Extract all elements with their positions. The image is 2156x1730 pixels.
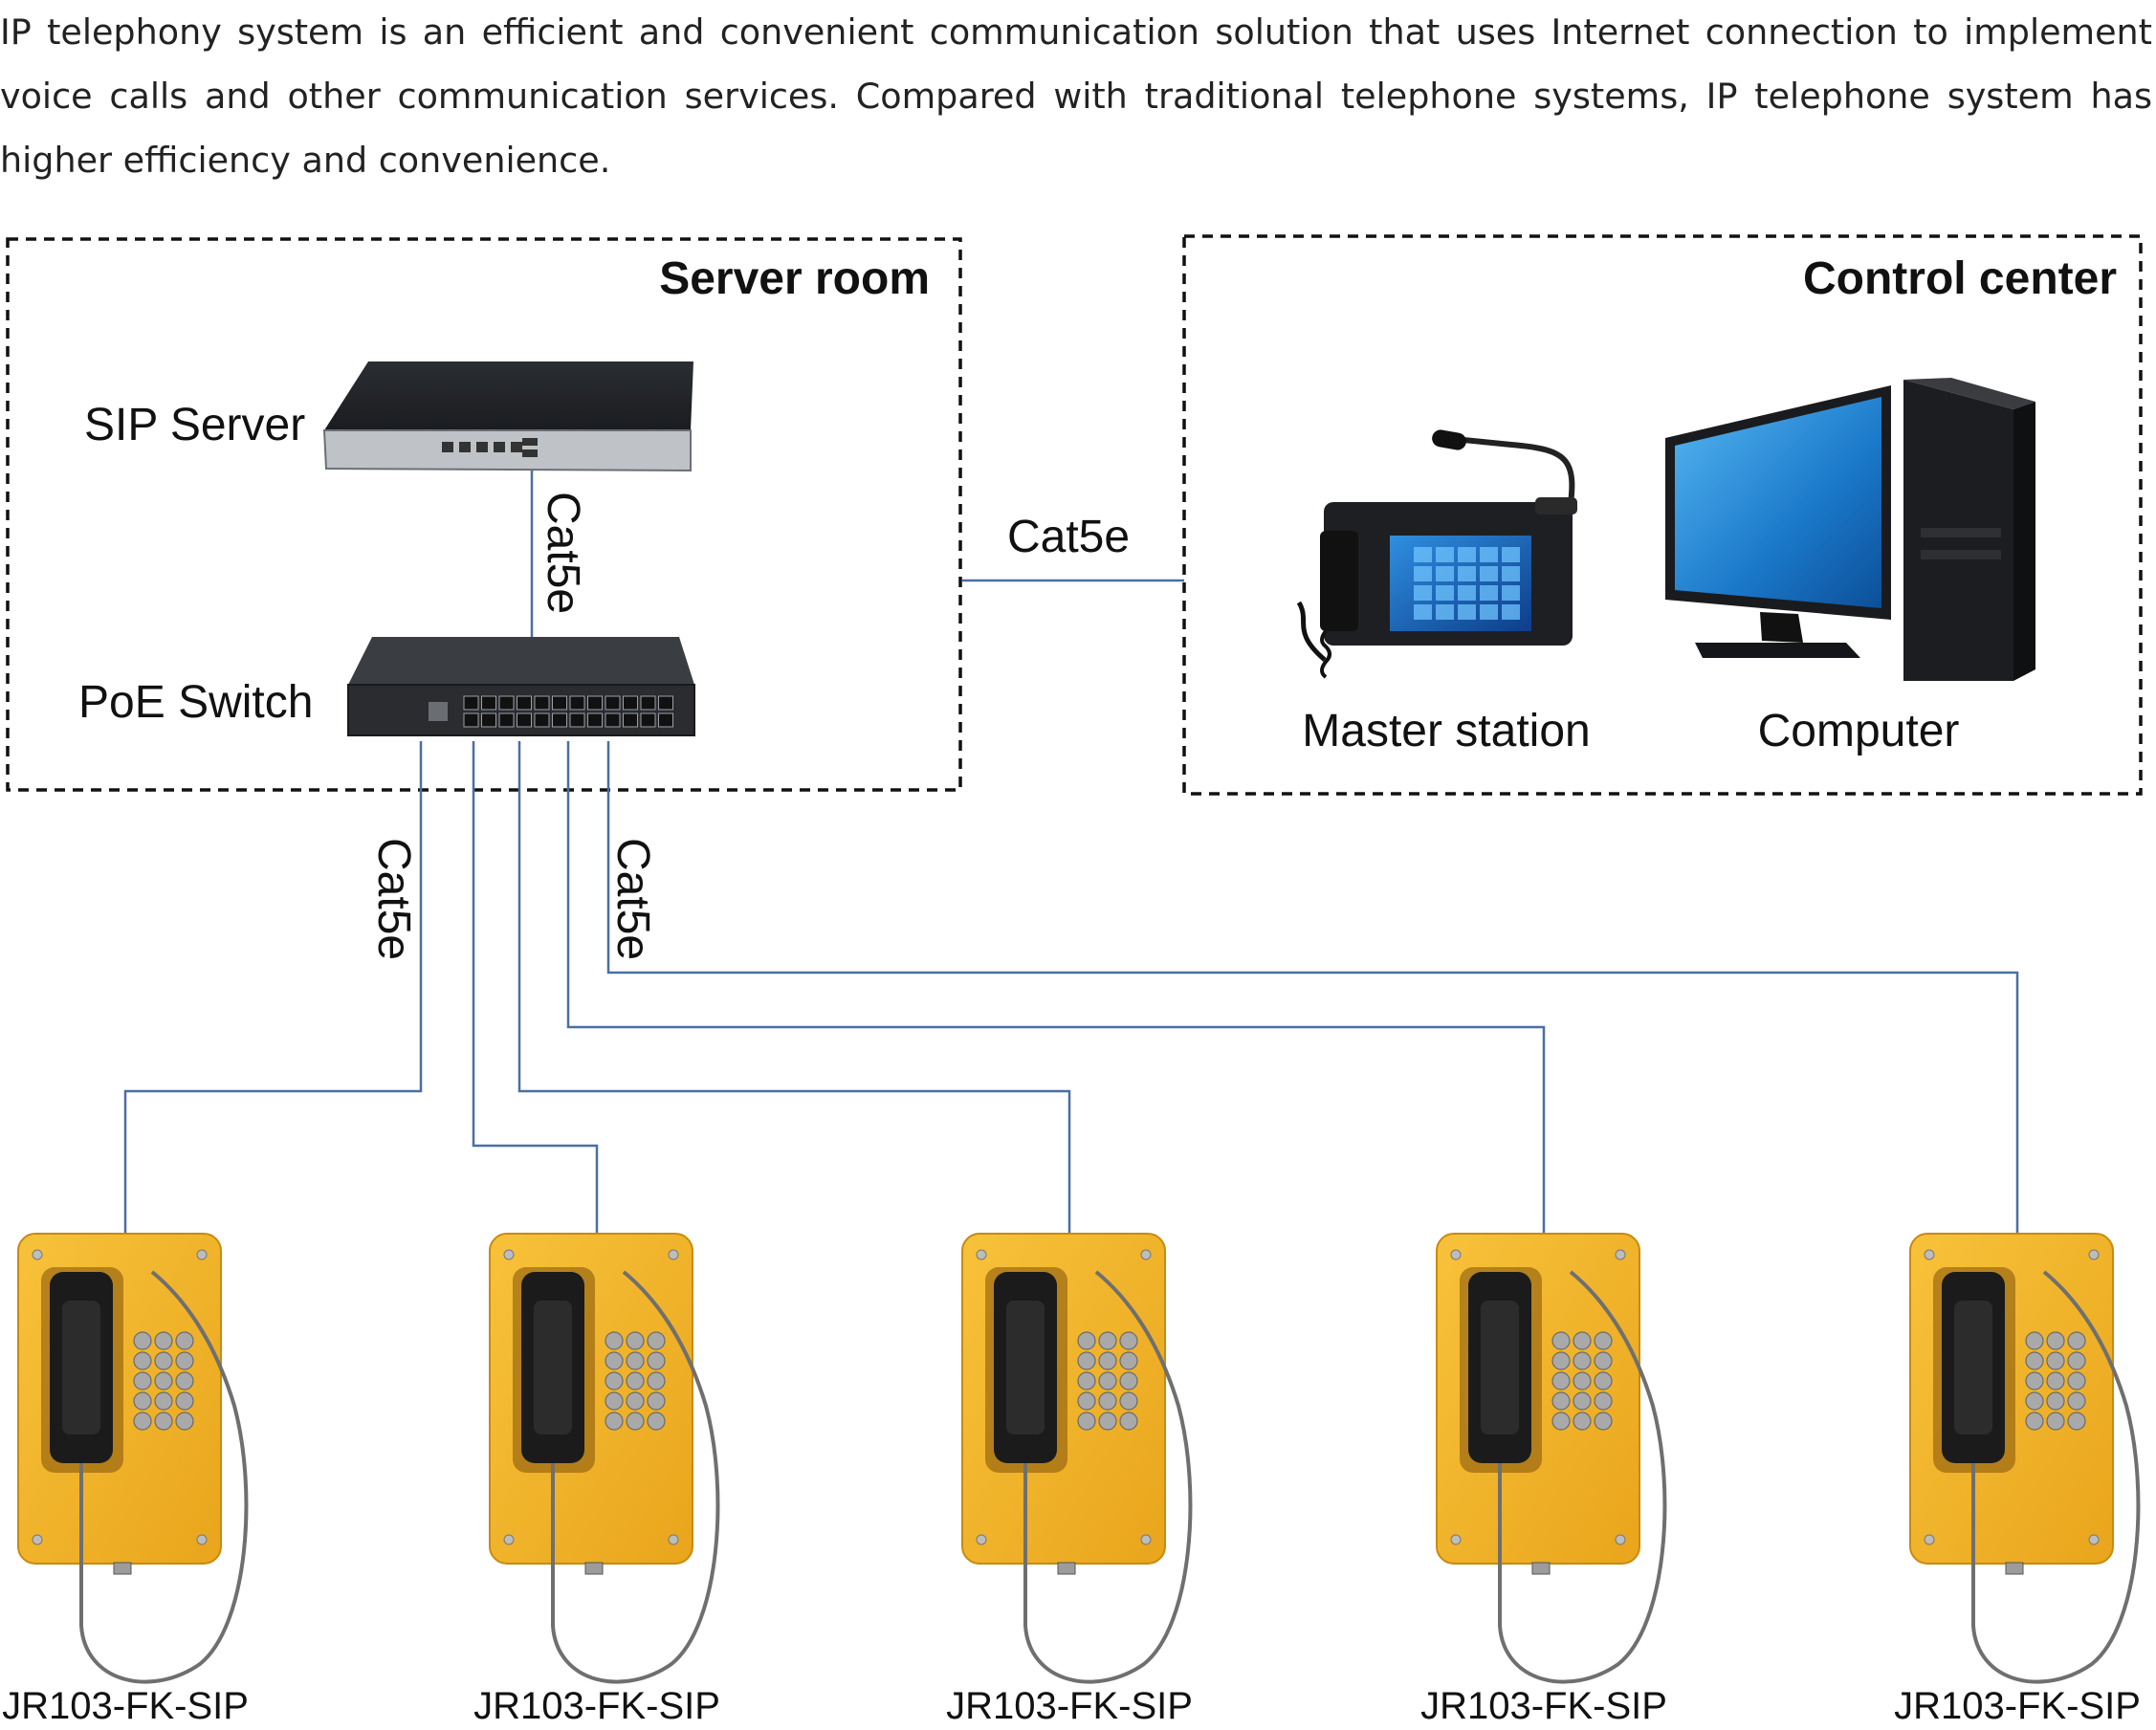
phone-label: JR103-FK-SIP xyxy=(946,1685,1193,1727)
computer-image xyxy=(1665,378,2035,681)
master-station-screen-grid xyxy=(1414,547,1520,620)
phone-label: JR103-FK-SIP xyxy=(1894,1685,2141,1727)
sip-server-image xyxy=(322,361,693,472)
phone-3 xyxy=(961,1233,1193,1684)
phone-5 xyxy=(1909,1233,2141,1684)
server-room-box xyxy=(6,237,962,792)
phone-label: JR103-FK-SIP xyxy=(1420,1685,1667,1727)
phone-4 xyxy=(1436,1233,1667,1684)
control-center-title: Control center xyxy=(1803,253,2117,304)
phone-labels-layer: JR103-FK-SIP JR103-FK-SIP JR103-FK-SIP JR10… xyxy=(2,1685,2141,1727)
computer-label: Computer xyxy=(1758,706,1960,756)
phone-2 xyxy=(489,1233,720,1684)
phone-1 xyxy=(17,1233,249,1684)
cable-label-switch-right: Cat5e xyxy=(607,838,658,960)
master-station-label: Master station xyxy=(1302,706,1590,756)
cable-label-room-center: Cat5e xyxy=(1007,512,1130,562)
sip-server-label: SIP Server xyxy=(84,400,305,450)
cable-lines xyxy=(123,469,2019,1234)
poe-switch-label: PoE Switch xyxy=(78,677,313,728)
master-station-image xyxy=(1296,429,1577,679)
cable-label-switch-left: Cat5e xyxy=(368,838,419,960)
server-room-title: Server room xyxy=(659,253,930,304)
phone-label: JR103-FK-SIP xyxy=(2,1685,249,1727)
poe-switch-image xyxy=(347,637,695,736)
phones-layer xyxy=(17,1233,2141,1684)
phone-label: JR103-FK-SIP xyxy=(473,1685,720,1727)
switch-ports xyxy=(463,695,673,728)
cable-label-server-switch: Cat5e xyxy=(538,492,588,614)
control-center-box xyxy=(1182,234,2143,796)
intro-paragraph: IP telephony system is an efficient and … xyxy=(0,11,2152,181)
